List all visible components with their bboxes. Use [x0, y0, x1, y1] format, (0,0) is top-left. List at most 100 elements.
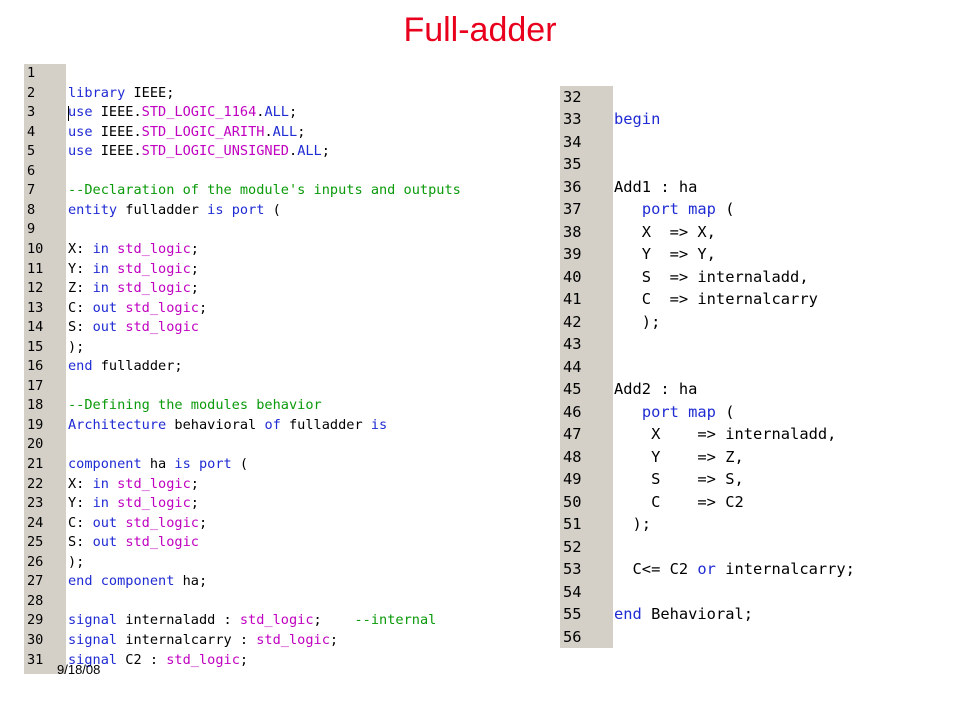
- code-line[interactable]: 50 C => C2: [560, 491, 920, 513]
- code-line[interactable]: 1: [24, 64, 542, 84]
- code-line[interactable]: 43: [560, 333, 920, 355]
- code-line[interactable]: 35: [560, 153, 920, 175]
- code-text: S: out std_logic: [68, 533, 199, 553]
- code-line[interactable]: 39 Y => Y,: [560, 243, 920, 265]
- code-text: signal internalcarry : std_logic;: [68, 631, 338, 651]
- code-token: port: [231, 201, 265, 218]
- code-token: std_logic: [117, 240, 191, 257]
- code-line[interactable]: 48 Y => Z,: [560, 446, 920, 468]
- code-token: ;: [321, 143, 330, 160]
- code-text: Z: in std_logic;: [68, 279, 199, 299]
- line-number: 17: [27, 377, 44, 394]
- line-number: 39: [563, 245, 582, 264]
- code-text: );: [68, 553, 84, 573]
- code-line[interactable]: 18--Defining the modules behavior: [24, 396, 542, 416]
- code-token: .: [264, 123, 273, 140]
- code-line[interactable]: 42 );: [560, 311, 920, 333]
- code-token: IEEE.: [92, 143, 142, 160]
- code-line[interactable]: 47 X => internaladd,: [560, 423, 920, 445]
- code-line[interactable]: 6: [24, 162, 542, 182]
- code-line[interactable]: 17: [24, 377, 542, 397]
- code-line[interactable]: 32: [560, 86, 920, 108]
- code-line[interactable]: 54: [560, 581, 920, 603]
- code-line[interactable]: 44: [560, 356, 920, 378]
- line-number: 8: [27, 201, 36, 218]
- code-token: ALL: [272, 123, 298, 140]
- code-line[interactable]: 28: [24, 592, 542, 612]
- code-token: std_logic: [256, 631, 330, 648]
- code-line[interactable]: 46 port map (: [560, 401, 920, 423]
- code-token: std_logic: [125, 514, 199, 531]
- code-text: signal C2 : std_logic;: [68, 651, 248, 671]
- code-token: ;: [239, 651, 249, 668]
- code-line[interactable]: 7--Declaration of the module's inputs an…: [24, 181, 542, 201]
- code-line[interactable]: 53 C<= C2 or internalcarry;: [560, 558, 920, 580]
- code-token: in: [92, 280, 109, 297]
- code-line[interactable]: 34: [560, 131, 920, 153]
- code-line[interactable]: 15);: [24, 338, 542, 358]
- code-token: std_logic: [117, 495, 191, 512]
- code-line[interactable]: 38 X => X,: [560, 221, 920, 243]
- code-line[interactable]: 37 port map (: [560, 198, 920, 220]
- code-text: C => C2: [614, 491, 744, 513]
- line-number: 33: [563, 110, 582, 129]
- code-text: use IEEE.STD_LOGIC_ARITH.ALL;: [68, 123, 305, 143]
- code-token: ;: [198, 514, 208, 531]
- line-number: 27: [27, 573, 44, 590]
- code-line[interactable]: 40 S => internaladd,: [560, 266, 920, 288]
- code-token: (: [715, 402, 735, 421]
- code-line[interactable]: 52: [560, 536, 920, 558]
- code-token: or: [697, 560, 716, 579]
- line-number: 20: [27, 436, 44, 453]
- code-line[interactable]: 26);: [24, 553, 542, 573]
- code-token: std_logic: [239, 612, 314, 629]
- code-line[interactable]: 9: [24, 220, 542, 240]
- code-text: C => internalcarry: [614, 288, 818, 310]
- code-line[interactable]: 56: [560, 626, 920, 648]
- code-line[interactable]: 41 C => internalcarry: [560, 288, 920, 310]
- footer-date: 9/18/08: [57, 662, 101, 677]
- line-number: 37: [563, 200, 582, 219]
- code-line[interactable]: 20: [24, 435, 542, 455]
- code-line[interactable]: 51 );: [560, 513, 920, 535]
- code-token: out: [92, 319, 118, 336]
- code-token: port map: [641, 200, 716, 219]
- code-token: .: [256, 104, 265, 121]
- code-token: fulladder: [117, 201, 208, 218]
- code-token: fulladder;: [92, 358, 183, 375]
- line-number-gutter: [24, 64, 66, 674]
- code-token: ;: [297, 123, 306, 140]
- code-text: C: out std_logic;: [68, 299, 207, 319]
- code-token: [109, 476, 117, 492]
- code-line[interactable]: 49 S => S,: [560, 468, 920, 490]
- code-token: --internal: [354, 612, 437, 629]
- code-token: Behavioral;: [641, 605, 754, 624]
